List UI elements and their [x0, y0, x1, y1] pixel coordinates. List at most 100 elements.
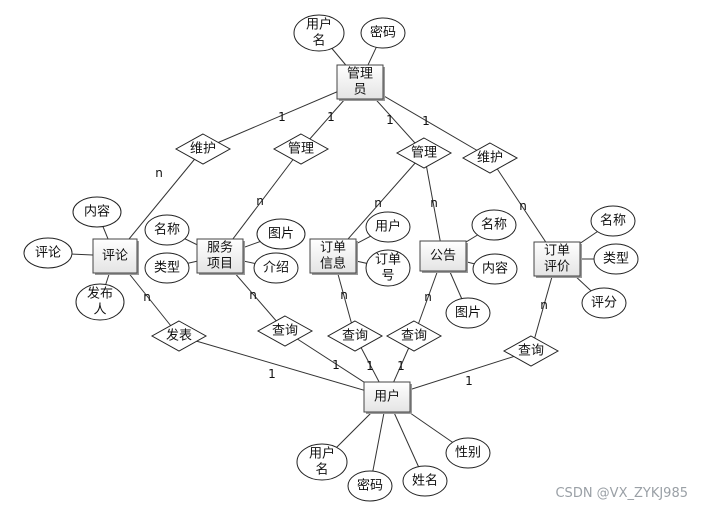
relationship-r3-text: 管理 [411, 146, 437, 161]
attribute-comment_text-text: 评论 [35, 246, 61, 261]
relationship-r8: 查询 [385, 320, 443, 352]
entity-box [309, 238, 357, 274]
connector-r2-service [219, 148, 302, 257]
attribute-user_username-text: 用户 [309, 446, 335, 462]
attribute-ellipse [75, 283, 125, 321]
cardinality-c12: n [340, 288, 348, 302]
attribute-review_type-text: 类型 [603, 252, 629, 267]
attribute-comment_publisher-text: 人 [93, 303, 106, 318]
attribute-comment_publisher: 发布人 [75, 283, 125, 321]
entity-admin-text: 管理 [347, 67, 373, 82]
entity-notice-text: 公告 [430, 249, 456, 264]
attribute-comment_publisher-text: 发布 [87, 286, 113, 302]
attribute-review_type: 类型 [593, 243, 639, 275]
cardinality-c13: n [424, 290, 432, 304]
attribute-user_gender-text: 性别 [455, 446, 481, 461]
cardinality-c11: n [249, 288, 257, 302]
cardinality-c9: n [519, 199, 527, 213]
attribute-admin_username: 用户名 [293, 14, 345, 52]
cardinality-c19: 1 [465, 374, 473, 388]
attribute-user_password-text: 密码 [357, 478, 383, 494]
cardinality-c4: 1 [422, 114, 430, 128]
attribute-ellipse [472, 253, 518, 285]
entity-box [92, 238, 138, 274]
entity-user: 用户 [363, 381, 412, 414]
attribute-admin_password-text: 密码 [370, 25, 396, 41]
attribute-ellipse [365, 211, 411, 243]
attribute-notice_image-text: 图片 [455, 306, 481, 321]
diagram-shapes: 用户名密码内容评论发布人名称类型图片介绍用户订单号名称内容图片名称类型评分用户名… [23, 14, 639, 502]
entity-service-text: 服务 [207, 240, 233, 256]
relationship-diamond [502, 335, 560, 367]
connector-r5-user [178, 335, 388, 398]
cardinality-c3: 1 [386, 113, 394, 127]
connector-r3-notice [423, 152, 444, 257]
entity-order-text: 订单 [320, 241, 346, 256]
relationship-r6: 查询 [256, 315, 314, 347]
cardinality-c16: 1 [332, 358, 340, 372]
relationship-diamond [461, 142, 519, 174]
attribute-admin_username-text: 名 [312, 33, 325, 49]
relationship-r9-text: 查询 [518, 344, 544, 359]
attribute-user_gender: 性别 [445, 437, 491, 469]
attribute-service_type-text: 类型 [154, 261, 180, 276]
relationship-r5-text: 发表 [166, 328, 192, 344]
attribute-ellipse [471, 209, 517, 241]
relationship-diamond [256, 315, 314, 347]
entity-order-text: 信息 [320, 256, 346, 272]
attribute-user_name: 姓名 [402, 465, 448, 497]
attribute-user_username: 用户名 [296, 443, 348, 481]
attribute-notice_title: 名称 [471, 209, 517, 241]
cardinality-c1: 1 [278, 110, 286, 124]
relationship-r9: 查询 [502, 335, 560, 367]
attribute-service_name: 名称 [144, 214, 190, 246]
entity-user-text: 用户 [374, 389, 400, 405]
attribute-review_score: 评分 [581, 287, 627, 319]
attribute-ellipse [593, 243, 639, 275]
attribute-ellipse [293, 14, 345, 52]
attribute-service_intro: 介绍 [253, 252, 299, 284]
relationship-diamond [385, 320, 443, 352]
relationship-r5: 发表 [150, 320, 208, 352]
attribute-notice_image: 图片 [445, 297, 491, 329]
attribute-service_name-text: 名称 [154, 222, 180, 238]
attribute-order_user-text: 用户 [375, 219, 401, 235]
relationship-r4: 维护 [461, 142, 519, 174]
attribute-order_user: 用户 [365, 211, 411, 243]
attribute-notice_content-text: 内容 [482, 261, 508, 277]
attribute-user_password: 密码 [347, 470, 393, 502]
attribute-service_type: 类型 [144, 252, 190, 284]
relationship-diamond [326, 320, 384, 352]
attribute-order_no-text: 号 [381, 269, 394, 284]
watermark: CSDN @VX_ZYKJ985 [555, 486, 688, 501]
attribute-admin_password: 密码 [360, 17, 406, 49]
relationship-r1-text: 维护 [190, 142, 216, 157]
attribute-order_no-text: 订单 [375, 253, 401, 268]
attribute-admin_username-text: 用户 [306, 17, 332, 33]
relationship-r1: 维护 [174, 133, 232, 165]
cardinality-c6: n [256, 194, 264, 208]
entity-admin-text: 员 [353, 83, 366, 98]
entity-review-text: 订单 [544, 244, 570, 259]
attribute-ellipse [23, 237, 73, 269]
attribute-ellipse [590, 205, 636, 237]
relationship-r3: 管理 [395, 137, 453, 169]
entity-box [533, 241, 581, 277]
cardinality-c14: n [540, 298, 548, 312]
relationship-diamond [272, 133, 330, 165]
entity-notice: 公告 [419, 240, 468, 273]
entity-box [196, 238, 244, 274]
cardinality-c8: n [430, 196, 438, 210]
cardinality-c17: 1 [366, 359, 374, 373]
relationship-r2: 管理 [272, 133, 330, 165]
attribute-ellipse [144, 252, 190, 284]
entity-comment: 评论 [92, 238, 139, 275]
cardinality-c15: 1 [268, 367, 276, 381]
relationship-diamond [150, 320, 208, 352]
relationship-diamond [395, 137, 453, 169]
entity-box [363, 381, 411, 413]
